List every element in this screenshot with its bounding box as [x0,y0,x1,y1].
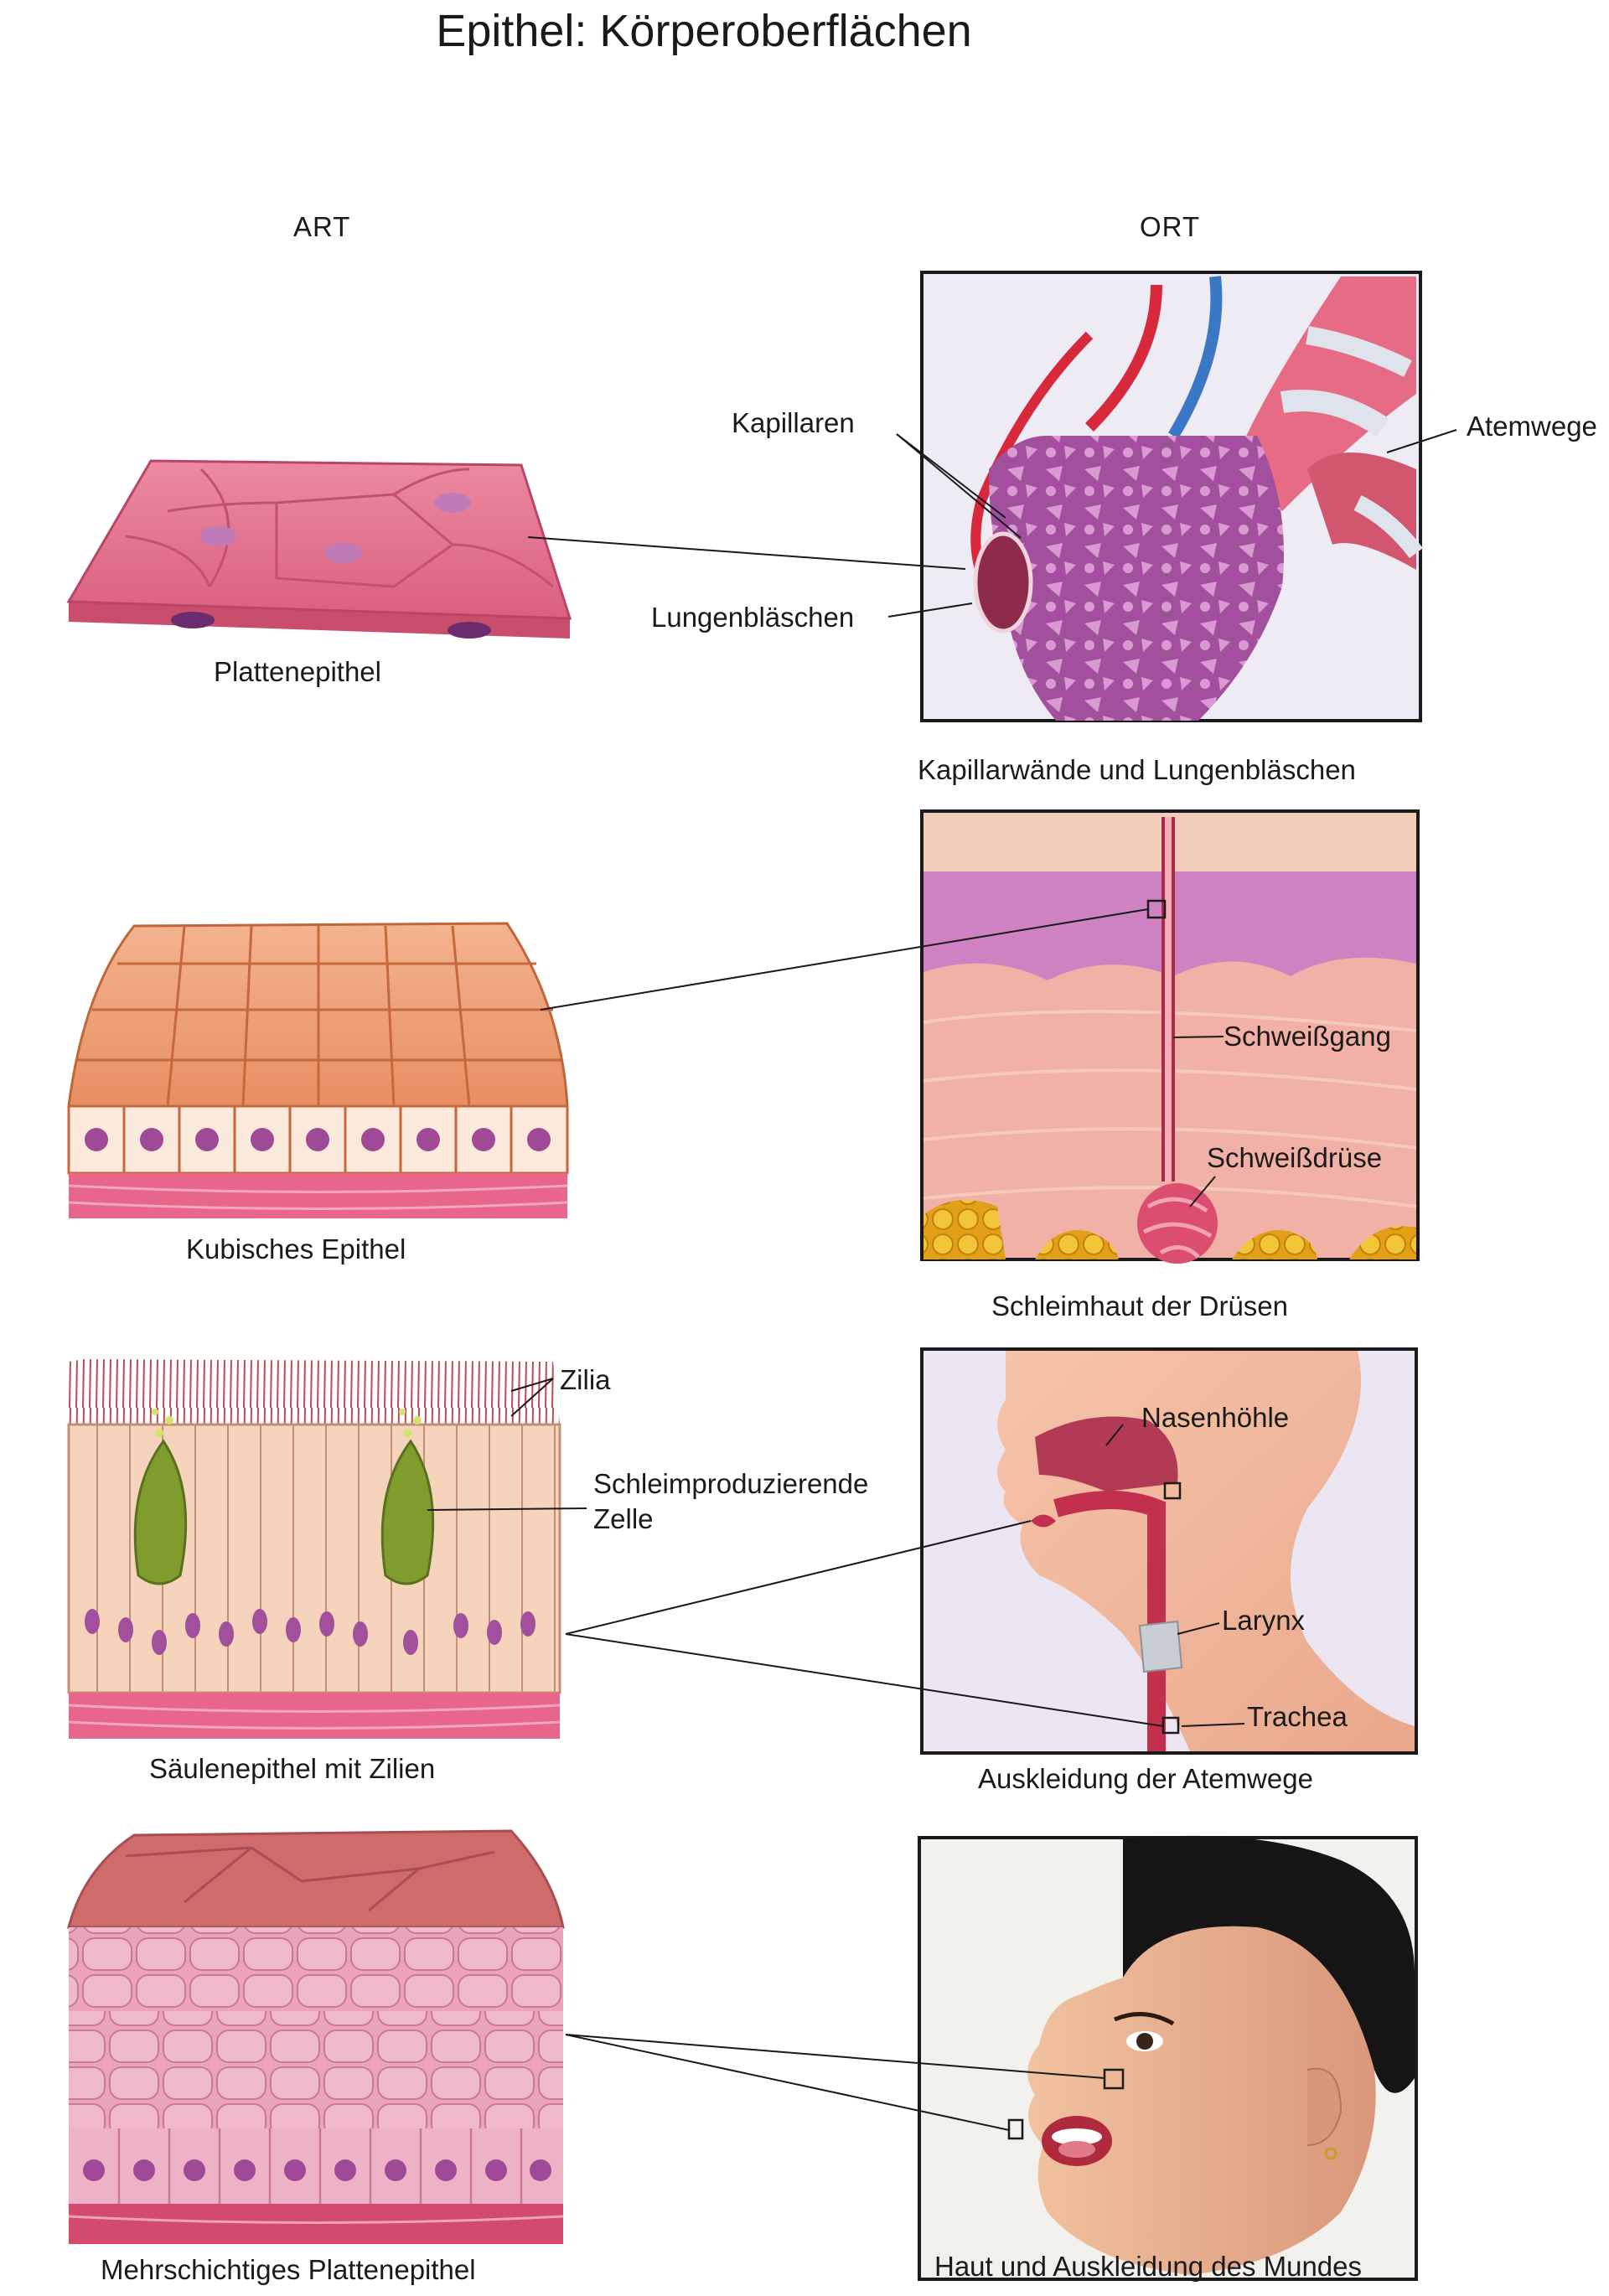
ciliated-columnar-illustration [67,1359,561,1739]
label-schleimproduzierende: Schleimproduzierende [593,1468,869,1499]
cuboidal-epithelium-illustration [67,922,569,1218]
sweat-gland-illustration [920,809,1420,1264]
caption-cuboidal: Kubisches Epithel [186,1233,406,1264]
column-header-art: ART [293,211,351,242]
label-lungenblaeschen: Lungenbläschen [651,602,855,633]
stratified-squamous-illustration [67,1829,565,2244]
label-larynx: Larynx [1222,1605,1306,1636]
squamous-epithelium-illustration [66,459,572,639]
caption-capillary-alveoli: Kapillarwände und Lungenbläschen [918,754,1356,785]
caption-airway-lining: Auskleidung der Atemwege [978,1763,1313,1794]
caption-gland-mucosa: Schleimhaut der Drüsen [991,1290,1289,1321]
label-zilia: Zilia [560,1364,611,1395]
page-title: Epithel: Körperoberflächen [436,6,972,56]
caption-squamous: Plattenepithel [214,656,381,687]
caption-stratified-squamous: Mehrschichtiges Plattenepithel [101,2254,476,2285]
label-atemwege: Atemwege [1467,411,1597,442]
label-schweissgang: Schweißgang [1224,1021,1391,1052]
label-schweissdruese: Schweißdrüse [1207,1142,1383,1173]
caption-skin-mouth-lining: Haut und Auskleidung des Mundes [934,2251,1363,2282]
caption-ciliated-columnar: Säulenepithel mit Zilien [149,1753,436,1784]
leader-lines-row-1 [527,429,1457,618]
column-header-ort: ORT [1140,211,1201,242]
leader-lines-row-2 [540,908,1224,1207]
alveoli-illustration [920,271,1423,722]
label-trachea: Trachea [1247,1701,1348,1732]
label-zelle: Zelle [593,1503,654,1534]
face-mouth-illustration [918,1835,1418,2281]
leader-lines-row-3 [427,1378,1245,1727]
airway-illustration [920,1347,1418,1755]
label-kapillaren: Kapillaren [732,407,855,438]
leader-lines-row-4 [565,2034,1105,2131]
label-nasenhoehle: Nasenhöhle [1141,1402,1290,1433]
